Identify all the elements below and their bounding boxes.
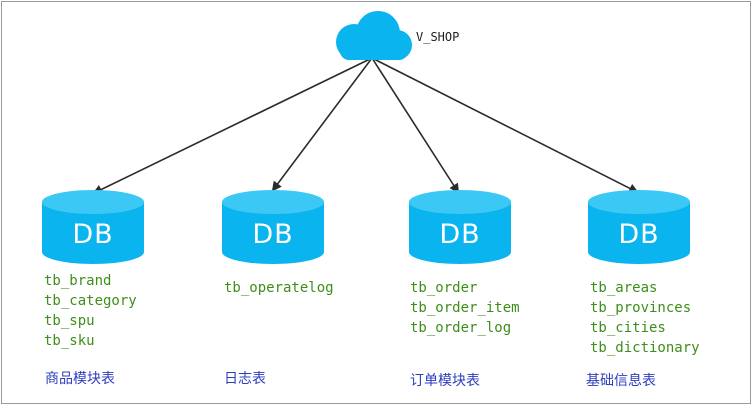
table-name: tb_provinces (590, 300, 692, 316)
table-name: tb_areas (590, 280, 658, 296)
table-name: tb_brand (44, 273, 112, 289)
product-table-list: tb_brand tb_category tb_spu tb_sku (44, 271, 137, 351)
cloud-icon (336, 11, 412, 60)
group-label-log: 日志表 (224, 371, 266, 387)
db-label: DB (439, 219, 480, 250)
group-label-basic: 基础信息表 (586, 373, 656, 389)
root-label: V_SHOP (416, 30, 460, 44)
order-table-list: tb_order tb_order_item tb_order_log (410, 278, 520, 338)
table-name: tb_sku (44, 333, 95, 349)
group-label-order: 订单模块表 (410, 373, 480, 389)
database-icon: DB (409, 190, 511, 264)
log-table-list: tb_operatelog (224, 278, 334, 298)
table-name: tb_order_item (410, 300, 520, 316)
database-icon: DB (588, 190, 690, 264)
arrow-to-product-db (92, 57, 373, 195)
table-name: tb_spu (44, 313, 95, 329)
arrow-to-order-db (371, 57, 460, 194)
database-icon: DB (222, 190, 324, 264)
table-name: tb_cities (590, 320, 666, 336)
arrow-to-basic-db (371, 57, 639, 193)
group-label-product: 商品模块表 (45, 371, 115, 387)
table-name: tb_dictionary (590, 340, 700, 356)
db-label: DB (72, 219, 113, 250)
db-label: DB (252, 219, 293, 250)
db-label: DB (618, 219, 659, 250)
arrow-to-log-db (271, 57, 373, 192)
table-name: tb_category (44, 293, 137, 309)
table-name: tb_order_log (410, 320, 512, 336)
database-icon: DB (42, 190, 144, 264)
basic-table-list: tb_areas tb_provinces tb_cities tb_dicti… (590, 278, 700, 358)
table-name: tb_order (410, 280, 478, 296)
table-name: tb_operatelog (224, 280, 334, 296)
